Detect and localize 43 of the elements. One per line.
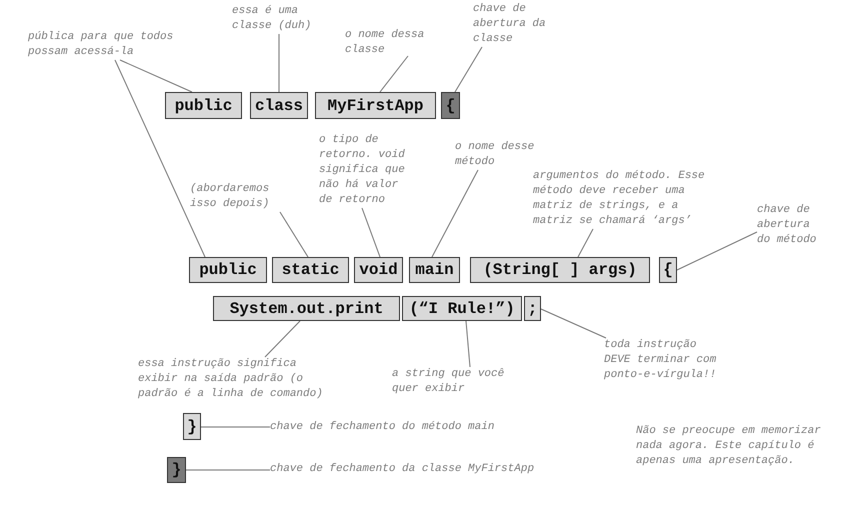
annotation-text: essa instrução significa exibir na saída padrão (o padrão é a linha de comando): [138, 357, 324, 402]
code-token: public: [165, 92, 242, 119]
leader-line: [114, 60, 206, 258]
note-text: Não se preocupe em memorizar nada agora. Este capítulo é apenas uma apresentação.: [636, 424, 822, 469]
code-token: public: [189, 257, 267, 283]
annotation-text: pública para que todos possam acessá-la: [28, 30, 174, 60]
annotation-text: chave de abertura do método: [757, 203, 818, 248]
leader-line: [432, 170, 478, 258]
leader-line: [540, 308, 606, 338]
annotation-text: essa é uma classe (duh): [232, 4, 312, 34]
leader-line: [578, 228, 594, 258]
annotation-text: o nome dessa classe: [345, 28, 426, 58]
leader-line: [380, 56, 408, 92]
leader-line: [280, 212, 308, 258]
annotation-text: argumentos do método. Esse método deve receber uma matriz de strings, e a matriz se chamará ‘args’: [533, 169, 706, 229]
leader-line: [264, 320, 300, 358]
annotation-text: chave de fechamento da classe MyFirstApp: [270, 462, 534, 477]
leader-line: [200, 426, 270, 428]
annotation-text: o tipo de retorno. void significa que não há valor de retorno: [319, 133, 406, 208]
leader-line: [454, 46, 482, 92]
code-token: void: [354, 257, 403, 283]
leader-line: [362, 208, 380, 258]
code-token: {: [441, 92, 460, 119]
leader-line: [676, 232, 758, 270]
code-token: class: [250, 92, 308, 119]
leader-line: [466, 320, 470, 368]
code-token: ;: [524, 296, 541, 321]
code-token: }: [183, 413, 201, 440]
code-token: }: [167, 457, 186, 483]
code-token: {: [659, 257, 677, 283]
annotation-text: chave de fechamento do método main: [270, 420, 494, 435]
annotation-text: chave de abertura da classe: [473, 2, 547, 47]
annotation-text: (abordaremos isso depois): [190, 182, 270, 212]
leader-line: [278, 34, 280, 92]
code-token: main: [409, 257, 460, 283]
code-token: System.out.print: [213, 296, 400, 321]
code-token: MyFirstApp: [315, 92, 436, 119]
code-token: static: [272, 257, 349, 283]
leader-line: [120, 60, 192, 92]
code-token: (String[ ] args): [470, 257, 650, 283]
code-token: (“I Rule!”): [402, 296, 522, 321]
annotation-text: a string que você quer exibir: [392, 367, 506, 397]
annotation-text: toda instrução DEVE terminar com ponto-e-vírgula!!: [604, 338, 718, 383]
